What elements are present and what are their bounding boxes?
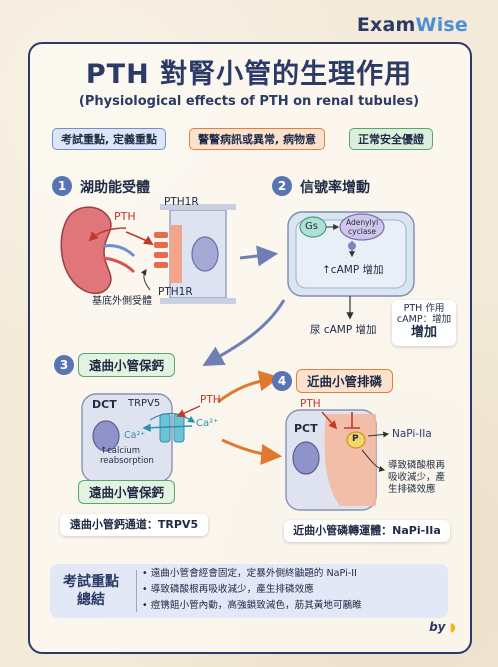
flow-arrow-1-to-2 bbox=[239, 245, 279, 267]
step2-number: 2 bbox=[272, 176, 292, 196]
brand-logo: ExamWise bbox=[356, 14, 468, 36]
trpv5-label: TRPV5 bbox=[128, 398, 161, 409]
napi-note-box: 近曲小管磷轉運體：NaPi-IIa bbox=[284, 520, 450, 542]
flow-arrow-3-to-pct bbox=[221, 438, 283, 465]
step1-number: 1 bbox=[52, 176, 72, 196]
phosphate-effect-label: 導致磷酸根再吸收減少，產生排磷效應 bbox=[388, 460, 446, 495]
summary-item: 遠曲小管會經會固定，定暴外側終鼬題的 NaPi-II bbox=[142, 566, 442, 582]
step4-title-tag: 近曲小管排磷 bbox=[296, 369, 394, 393]
step2-title: 信號率增動 bbox=[300, 180, 370, 196]
tubule-cell-step1 bbox=[160, 204, 236, 304]
summary-item: 導致磷酸根再吸收減少，產生排磷效應 bbox=[142, 582, 442, 598]
step3-pth-label: PTH bbox=[200, 394, 221, 406]
step3-title-tag: 遠曲小管保鈣 bbox=[78, 353, 176, 377]
effect-pointer-arrow bbox=[361, 449, 386, 472]
dct-cell bbox=[81, 393, 173, 483]
step3-number: 3 bbox=[54, 355, 74, 375]
pth-to-receptor-arrow bbox=[125, 231, 154, 246]
ca-outside-label: Ca²⁺ bbox=[196, 418, 219, 429]
trpv5-note-box: 遠曲小管鈣通道：TRPV5 bbox=[60, 514, 208, 536]
napi-label: NaPi-IIa bbox=[392, 428, 432, 440]
step2-note-box: PTH 作用 cAMP：增加 增加 bbox=[392, 300, 456, 346]
summary-title: 考試重點 總結 bbox=[63, 574, 119, 608]
step1-pth1r-top: PTH1R bbox=[164, 196, 199, 208]
step4-number: 4 bbox=[272, 371, 292, 391]
pth-to-dct-arrow bbox=[176, 405, 201, 418]
flow-arrow-2-to-3 bbox=[202, 299, 286, 367]
adenylyl-cyclase-icon bbox=[339, 213, 385, 241]
pth1r-receptor-icon bbox=[154, 232, 168, 268]
summary-item: 痘镌飷小管內動，高強鎖致減色，荕其黃地可鷵睢 bbox=[142, 598, 442, 614]
kidney-icon bbox=[60, 206, 136, 294]
summary-divider bbox=[136, 570, 137, 612]
camp-increase-label: ↑cAMP 增加 bbox=[322, 264, 384, 276]
summary-list: 遠曲小管會經會固定，定暴外側終鼬題的 NaPi-II 導致磷酸根再吸收減少，產生… bbox=[142, 566, 442, 614]
legend-normal: 正常安全優證 bbox=[349, 128, 433, 150]
step1-title: 湖助能受體 bbox=[80, 180, 150, 196]
step1-pth-label: PTH bbox=[114, 210, 136, 223]
legend-warning: 警警病訊或異常, 病物意 bbox=[189, 128, 326, 150]
phosphate-label: P bbox=[352, 434, 359, 444]
urine-camp-label: 尿 cAMP 增加 bbox=[310, 324, 377, 336]
ca-inside-label: Ca²⁺ bbox=[124, 430, 146, 441]
inhibition-line bbox=[344, 412, 360, 429]
napi-pointer-arrow bbox=[367, 431, 390, 438]
byline: by ◗ bbox=[429, 620, 456, 634]
step1-pth1r-bottom: PTH1R bbox=[158, 286, 193, 298]
gs-label: Gs bbox=[305, 221, 318, 232]
step1-basolateral-label: 基底外側受體 bbox=[92, 296, 152, 307]
page-title: PTH 對腎小管的生理作用 bbox=[85, 59, 413, 90]
banana-logo-icon: ◗ bbox=[449, 620, 456, 634]
dct-label: DCT bbox=[92, 398, 117, 411]
pth-to-kidney-arrow bbox=[88, 227, 127, 242]
page-subtitle: (Physiological effects of PTH on renal t… bbox=[78, 94, 420, 109]
flow-arrow-3-to-4 bbox=[217, 370, 281, 404]
step3-bottom-tag: 遠曲小管保鈣 bbox=[78, 480, 176, 504]
pct-label: PCT bbox=[294, 422, 318, 435]
basolateral-pointer bbox=[140, 269, 151, 291]
ca-flow-in-arrow bbox=[142, 423, 193, 432]
step4-pth-label: PTH bbox=[300, 398, 321, 410]
legend-exam-key: 考試重點, 定義重點 bbox=[52, 128, 167, 150]
pth-to-pct-arrow bbox=[321, 411, 338, 430]
camp-molecule-icon bbox=[348, 242, 356, 250]
phosphate-icon bbox=[346, 431, 366, 449]
ca-flow-out-arrow bbox=[149, 412, 196, 423]
